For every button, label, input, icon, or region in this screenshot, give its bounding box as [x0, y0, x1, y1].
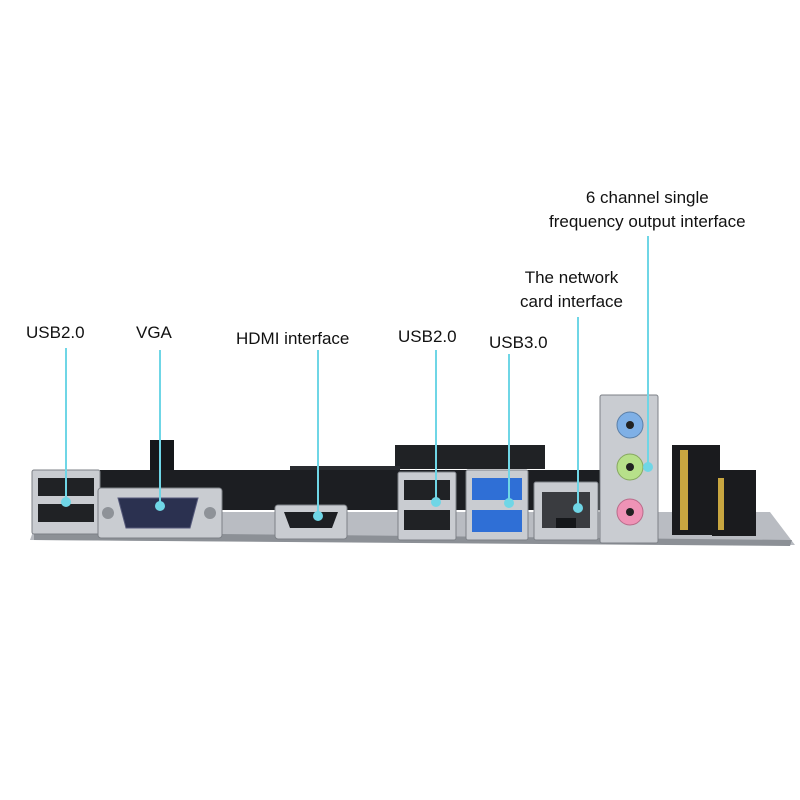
dot-usb2-mid	[431, 497, 441, 507]
vga-screw-right	[204, 507, 216, 519]
usb3-label: USB3.0	[489, 333, 548, 352]
usb2-mid-slot-top	[404, 480, 450, 500]
audio-jack-blue-hole	[626, 421, 634, 429]
hdmi-connector	[284, 512, 338, 528]
network-label-line1: The network	[524, 268, 619, 287]
audio-label-line1: 6 channel single	[585, 188, 709, 207]
dot-usb2-left	[61, 497, 71, 507]
audio-jack-green-hole	[626, 463, 634, 471]
dot-hdmi	[313, 511, 323, 521]
audio-label: 6 channel single frequency output interf…	[549, 186, 746, 234]
heatsink-block	[395, 445, 545, 469]
usb3-slot-top	[472, 478, 522, 500]
network-clip	[556, 518, 576, 528]
pcie-gold-2	[718, 478, 724, 530]
network-label: The network card interface	[520, 266, 623, 314]
dot-vga	[155, 501, 165, 511]
audio-label-line2: frequency output interface	[549, 212, 746, 231]
vga-connector	[117, 497, 199, 529]
dot-audio	[643, 462, 653, 472]
pcie-gold	[680, 450, 688, 530]
hdmi-label: HDMI interface	[236, 329, 350, 348]
dot-usb3	[504, 498, 514, 508]
leader-lines	[65, 236, 649, 516]
vga-label: VGA	[136, 323, 172, 342]
usb2-mid-label: USB2.0	[398, 327, 457, 346]
usb2-mid-slot-bottom	[404, 510, 450, 530]
audio-jack-pink-hole	[626, 508, 634, 516]
dot-network	[573, 503, 583, 513]
usb2-left-label: USB2.0	[26, 323, 85, 342]
leader-dots	[61, 462, 653, 521]
vga-screw-left	[102, 507, 114, 519]
network-label-line2: card interface	[520, 292, 623, 311]
usb2-left-slot-bottom	[38, 504, 94, 522]
usb3-slot-bottom	[472, 510, 522, 532]
